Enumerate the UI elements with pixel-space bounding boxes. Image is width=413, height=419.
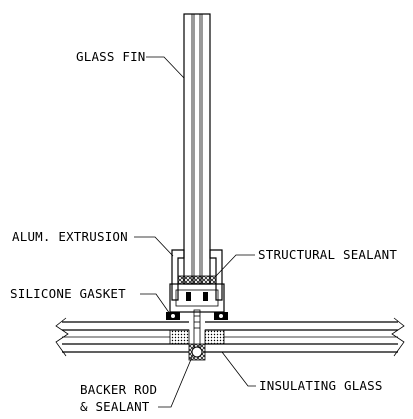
break-line-left [55, 317, 69, 357]
label-backer-rod: BACKER ROD [80, 382, 157, 397]
leader-alum-extrusion [134, 236, 174, 257]
leader-backer-rod [158, 356, 193, 408]
leader-glass-fin [146, 56, 185, 79]
label-insulating-glass: INSULATING GLASS [259, 378, 383, 393]
leader-silicone-gasket [140, 293, 171, 315]
label-and-sealant: & SEALANT [80, 399, 150, 414]
backer-rod-sealant [188, 343, 206, 361]
label-alum-extrusion: ALUM. EXTRUSION [12, 229, 128, 244]
ig-edge-seals [169, 329, 225, 345]
label-silicone-gasket: SILICONE GASKET [10, 286, 126, 301]
break-line-right [391, 317, 405, 357]
leaders [134, 56, 256, 408]
backer-rod [191, 346, 203, 358]
leader-insulating-glass [221, 351, 256, 387]
extrusion-right-leg [209, 249, 223, 301]
leader-structural-sealant [215, 254, 255, 277]
ig-left-spacer [169, 329, 190, 345]
glass-fin [183, 13, 211, 285]
label-structural-sealant: STRUCTURAL SEALANT [258, 247, 397, 262]
extrusion-boss [186, 292, 191, 301]
structural-sealant [177, 275, 217, 285]
insulating-glass [55, 317, 405, 357]
gasket-right-core [219, 314, 223, 318]
ig-right-spacer [204, 329, 225, 345]
structural-sealant-bead [177, 275, 217, 285]
extrusion-left-leg [171, 249, 185, 301]
alum-extrusion [169, 249, 225, 313]
glass-fin-outline [183, 13, 211, 285]
extrusion-boss [203, 292, 208, 301]
silicone-gaskets [166, 312, 228, 320]
gasket-left-core [171, 314, 175, 318]
extrusion-base-inner [175, 289, 219, 307]
label-glass-fin: GLASS FIN [76, 49, 146, 64]
